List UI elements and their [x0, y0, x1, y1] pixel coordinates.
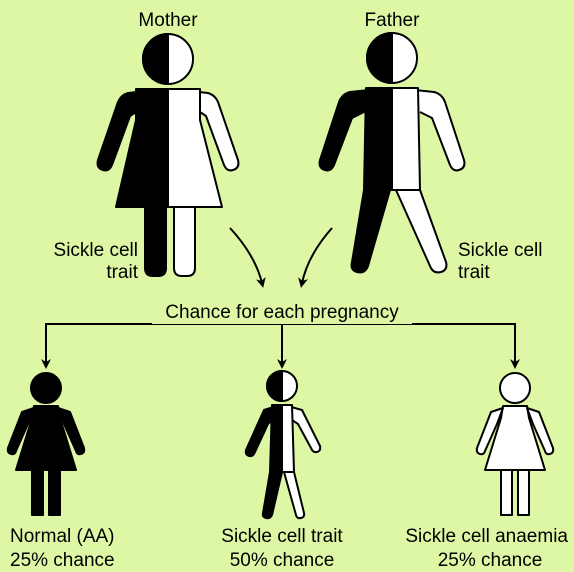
bracket-line [46, 324, 515, 346]
child-anaemia-head [500, 373, 530, 403]
father-torso-right [392, 88, 420, 190]
mother-head-dark-half [143, 34, 168, 84]
child-trait-left-leg [263, 472, 282, 518]
mother-status-line1: Sickle cell [20, 240, 138, 262]
father-status-line1: Sickle cell [458, 240, 568, 262]
outcome-trait-label: Sickle cell trait [200, 526, 364, 548]
child-trait-right-leg [284, 472, 304, 518]
father-right-leg [396, 190, 446, 272]
pregnancy-chance-label: Chance for each pregnancy [152, 302, 412, 324]
outcome-anaemia-label: Sickle cell anaemia [390, 526, 568, 548]
mother-left-leg [145, 207, 166, 276]
outcome-normal-chance: 25% chance [10, 550, 160, 572]
father-figure [320, 33, 465, 272]
mother-status-line2: trait [20, 262, 138, 284]
father-head-dark-half [367, 33, 392, 83]
mother-curved-arrow [230, 228, 262, 283]
father-curved-arrow [302, 228, 332, 283]
father-status-line2: trait [458, 262, 568, 284]
child-normal-head [31, 373, 61, 403]
child-normal-legs [32, 470, 60, 515]
outcome-anaemia-chance: 25% chance [410, 550, 570, 572]
child-trait-figure [246, 371, 320, 518]
child-normal-figure [8, 373, 84, 515]
mother-right-leg [174, 207, 195, 276]
outcome-trait-chance: 50% chance [200, 550, 364, 572]
child-trait-torso-right [282, 405, 294, 472]
child-trait-head-dark-half [267, 371, 282, 401]
child-trait-torso-left [270, 405, 282, 472]
mother-label: Mother [118, 10, 218, 32]
outcome-normal-label: Normal (AA) [10, 526, 160, 548]
outcome-bracket [46, 324, 515, 364]
father-label: Father [342, 10, 442, 32]
father-left-leg [352, 190, 390, 272]
father-torso-left [364, 88, 392, 190]
child-anaemia-figure [477, 373, 553, 515]
child-anaemia-legs [501, 470, 529, 515]
